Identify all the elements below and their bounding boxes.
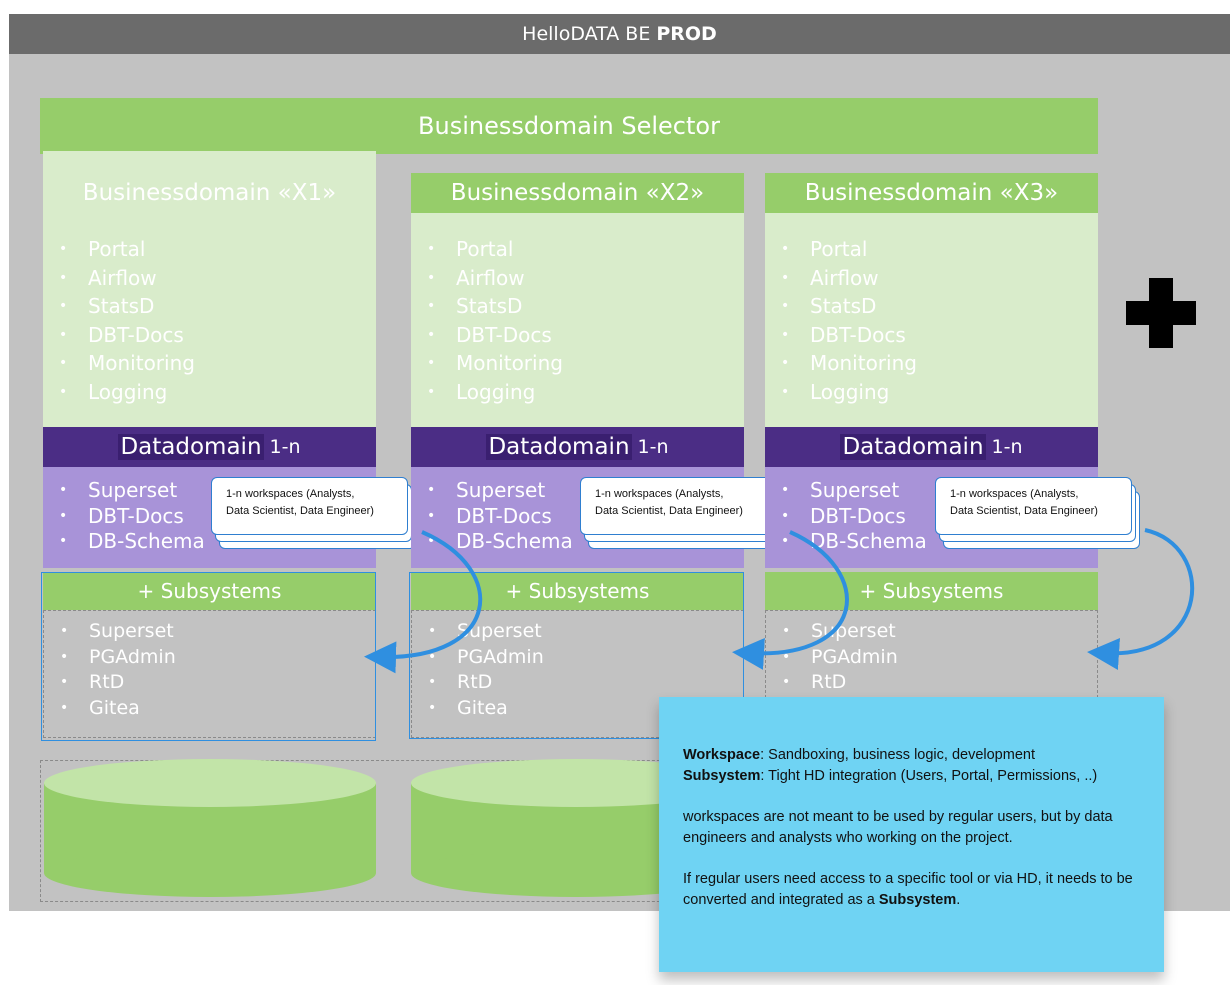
subsystems-frame <box>41 572 376 741</box>
service-item: Portal <box>43 235 376 264</box>
businessdomain-title: Businessdomain «X2» <box>411 173 744 213</box>
service-item: Monitoring <box>43 349 376 378</box>
datadomain-item: DB-Schema <box>43 529 376 555</box>
service-item: Airflow <box>765 264 1098 293</box>
subsystem-item: PGAdmin <box>766 645 1097 671</box>
service-item: Airflow <box>43 264 376 293</box>
environment-title-bar: HelloDATA BE PROD <box>9 14 1230 54</box>
subsystem-item: Superset <box>44 619 375 645</box>
subsystem-item: PGAdmin <box>44 645 375 671</box>
datadomain-item: Superset <box>765 478 1098 504</box>
datadomain-label: Datadomain <box>486 434 632 460</box>
note-subsystem-line: Subsystem: Tight HD integration (Users, … <box>683 768 1098 784</box>
subsystem-item: RtD <box>44 670 375 696</box>
service-item: Portal <box>765 235 1098 264</box>
note-paragraph: If regular users need access to a specif… <box>683 871 1133 908</box>
businessdomain-selector[interactable]: Businessdomain Selector <box>40 98 1098 154</box>
explanation-note: Workspace: Sandboxing, business logic, d… <box>659 697 1164 972</box>
workspace-card[interactable]: 1-n workspaces (Analysts, Data Scientist… <box>580 477 777 535</box>
service-list: Portal Airflow StatsD DBT-Docs Monitorin… <box>43 213 376 427</box>
datadomain-item: DBT-Docs <box>43 504 376 530</box>
workspace-card[interactable]: 1-n workspaces (Analysts, Data Scientist… <box>935 477 1132 535</box>
environment-title: HelloDATA BE <box>522 23 651 45</box>
subsystems-header: + Subsystems <box>43 572 376 610</box>
datadomain-header: Datadomain 1-n <box>411 427 744 467</box>
service-item: Portal <box>411 235 744 264</box>
service-item: Monitoring <box>411 349 744 378</box>
datadomain-item: DBT-Docs <box>765 504 1098 530</box>
plus-icon[interactable] <box>1126 278 1196 348</box>
businessdomain-title: Businessdomain «X3» <box>765 173 1098 213</box>
datadomain-count: 1-n <box>991 436 1023 458</box>
subsystem-item: Gitea <box>44 696 375 722</box>
service-item: StatsD <box>43 292 376 321</box>
service-item: Airflow <box>411 264 744 293</box>
datadomain-count: 1-n <box>269 436 301 458</box>
datadomain-label: Datadomain <box>840 434 986 460</box>
datadomain-item: Superset <box>411 478 744 504</box>
datadomain-label: Datadomain <box>118 434 264 460</box>
subsystem-item: RtD <box>766 670 1097 696</box>
service-item: StatsD <box>411 292 744 321</box>
service-list: Portal Airflow StatsD DBT-Docs Monitorin… <box>765 213 1098 427</box>
datadomain-item: Superset <box>43 478 376 504</box>
service-item: Monitoring <box>765 349 1098 378</box>
subsystem-item: Superset <box>766 619 1097 645</box>
datadomain-header: Datadomain 1-n <box>765 427 1098 467</box>
subsystem-item: RtD <box>412 670 743 696</box>
service-item: Logging <box>411 378 744 407</box>
workspace-card[interactable]: 1-n workspaces (Analysts, Data Scientist… <box>211 477 408 535</box>
service-item: Logging <box>43 378 376 407</box>
subsystems-list: Superset PGAdmin RtD Gitea <box>43 610 376 738</box>
datadomain-item: DBT-Docs <box>411 504 744 530</box>
datadomain-count: 1-n <box>637 436 669 458</box>
service-item: DBT-Docs <box>765 321 1098 350</box>
subsystems-header: + Subsystems <box>765 572 1098 610</box>
datadomain-header: Datadomain 1-n <box>43 427 376 467</box>
service-item: StatsD <box>765 292 1098 321</box>
subsystem-item: Gitea <box>412 696 743 722</box>
service-item: Logging <box>765 378 1098 407</box>
datadomain-list: Superset DBT-Docs DB-Schema <box>43 467 376 568</box>
storage-area <box>40 760 700 902</box>
note-paragraph: workspaces are not meant to be used by r… <box>683 809 1113 846</box>
service-item: DBT-Docs <box>43 321 376 350</box>
note-workspace-line: Workspace: Sandboxing, business logic, d… <box>683 747 1035 763</box>
businessdomain-selector-label: Businessdomain Selector <box>418 112 720 140</box>
service-list: Portal Airflow StatsD DBT-Docs Monitorin… <box>411 213 744 427</box>
service-item: DBT-Docs <box>411 321 744 350</box>
environment-stage: PROD <box>656 23 717 45</box>
